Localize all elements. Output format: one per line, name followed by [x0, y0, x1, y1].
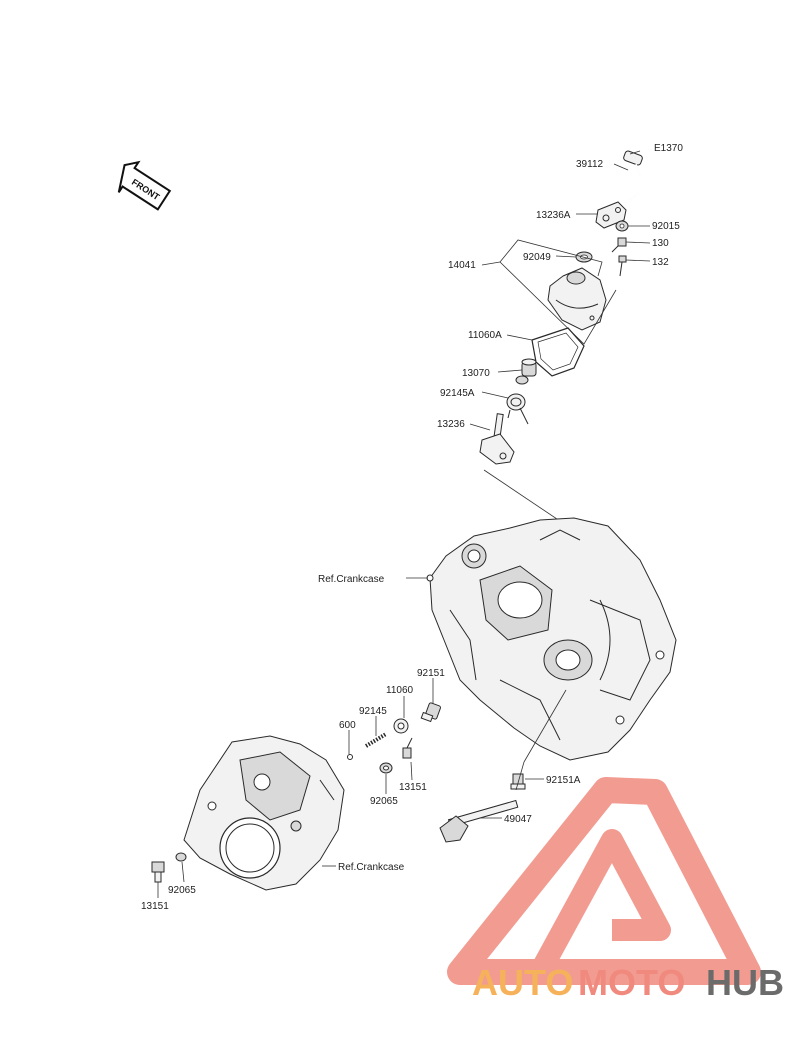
label-13151-mid: 13151 [399, 782, 427, 793]
watermark-word-3: HUB [706, 962, 784, 1003]
label-14041: 14041 [448, 260, 476, 271]
label-92065-low: 92065 [168, 885, 196, 896]
part-13070-shape [521, 358, 537, 377]
label-13236A: 13236A [536, 210, 571, 221]
label-92145A: 92145A [440, 388, 475, 399]
part-49047-shape [439, 799, 519, 843]
label-92145: 92145 [359, 706, 387, 717]
label-49047: 49047 [504, 814, 532, 825]
diagram-code: E1370 [654, 143, 683, 154]
part-92145-shape [364, 732, 388, 748]
label-13070: 13070 [462, 368, 490, 379]
watermark-inner-mark [530, 829, 671, 978]
part-92065-mid-shape [379, 762, 393, 774]
label-92151: 92151 [417, 668, 445, 679]
label-92151A: 92151A [546, 775, 581, 786]
part-92065-low-shape [175, 852, 187, 862]
label-ref-crankcase-upper: Ref.Crankcase [318, 574, 385, 585]
part-13236-shape [479, 413, 515, 465]
label-13151-low: 13151 [141, 901, 169, 912]
label-39112: 39112 [576, 159, 604, 170]
watermark-word-2: MOTO [578, 962, 685, 1003]
part-39112-shape [619, 150, 643, 207]
label-92065-mid: 92065 [370, 796, 398, 807]
label-ref-crankcase-lower: Ref.Crankcase [338, 862, 405, 873]
part-92151A-shape [510, 773, 526, 790]
label-600: 600 [339, 720, 356, 731]
part-600-shape [347, 754, 353, 760]
label-11060: 11060 [386, 685, 414, 696]
label-92015: 92015 [652, 221, 680, 232]
watermark-triangle [447, 777, 761, 985]
label-130: 130 [652, 238, 669, 249]
label-11060A: 11060A [468, 330, 502, 341]
front-arrow-icon: FRONT [117, 160, 172, 211]
part-13151-mid-shape [402, 737, 413, 759]
crankcase-left-shape [183, 735, 345, 891]
label-132: 132 [652, 257, 669, 268]
part-92015-shape [615, 220, 629, 232]
part-92145A-shape [506, 393, 529, 425]
watermark-text: AUTO MOTO HUB [472, 962, 784, 1003]
part-14041-shape [547, 267, 607, 331]
part-130-shape [611, 237, 627, 253]
label-92049: 92049 [523, 252, 551, 263]
crankcase-main-shape [426, 517, 677, 761]
label-13236: 13236 [437, 419, 465, 430]
part-11060A-shape [531, 327, 585, 377]
part-92145A-ring [515, 375, 529, 385]
part-11060-shape [393, 718, 409, 734]
part-132-shape [618, 255, 627, 277]
watermark-word-1: AUTO [472, 962, 573, 1003]
part-92151-shape [420, 702, 441, 723]
watermark-logo [447, 777, 761, 985]
part-13151-low-shape [151, 861, 165, 883]
